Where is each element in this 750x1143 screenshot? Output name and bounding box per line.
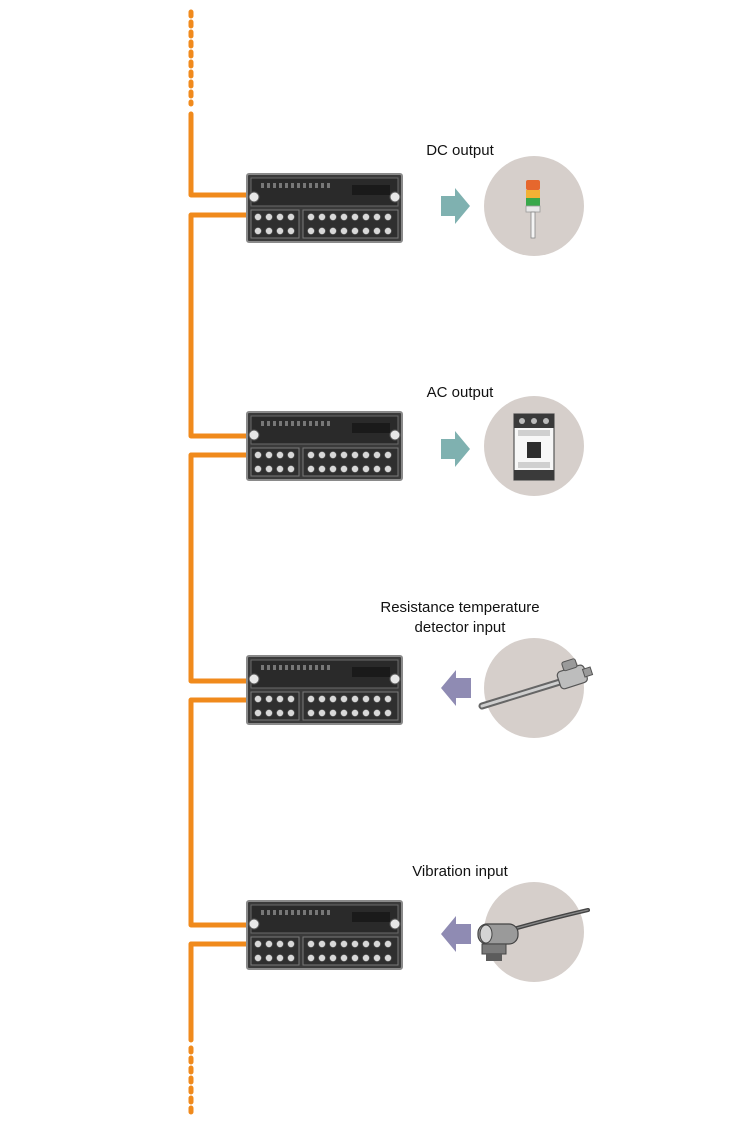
label-line: DC output <box>426 142 494 159</box>
terminal-module <box>246 900 403 970</box>
label-line: AC output <box>426 384 494 401</box>
bus-segment-3 <box>188 452 253 684</box>
label-dc-output: DC output <box>330 141 590 161</box>
device-circle-ac-output <box>484 396 584 496</box>
bus-segment-4 <box>188 697 253 928</box>
label-line: Vibration input <box>412 863 508 880</box>
bus-segment-5 <box>188 941 253 1043</box>
label-line: Resistance temperature <box>380 599 540 616</box>
terminal-module <box>246 173 403 243</box>
label-vibration-input: Vibration input <box>330 862 590 882</box>
vibration-sensor-icon <box>477 908 590 961</box>
label-rtd-input: Resistance temperature detector input <box>330 598 590 638</box>
temperature-probe-icon <box>478 658 594 710</box>
devices-layer <box>477 156 594 982</box>
output-arrow-icon <box>441 431 470 467</box>
label-ac-output: AC output <box>330 383 590 403</box>
terminal-module <box>246 655 403 725</box>
device-circle-dc-output <box>484 156 584 256</box>
arrows-layer <box>441 188 471 952</box>
device-circle-vibration-input <box>477 882 590 982</box>
modules-layer <box>246 173 403 970</box>
contactor-icon <box>513 413 555 481</box>
input-arrow-icon <box>441 670 471 706</box>
terminal-module <box>246 411 403 481</box>
label-line: detector input <box>414 619 506 636</box>
bus-segment-1 <box>188 111 253 198</box>
output-arrow-icon <box>441 188 470 224</box>
device-circle-rtd-input <box>478 638 594 738</box>
signal-tower-icon <box>525 180 541 239</box>
bus-line <box>188 9 253 1115</box>
input-arrow-icon <box>441 916 471 952</box>
bus-segment-2 <box>188 212 253 439</box>
